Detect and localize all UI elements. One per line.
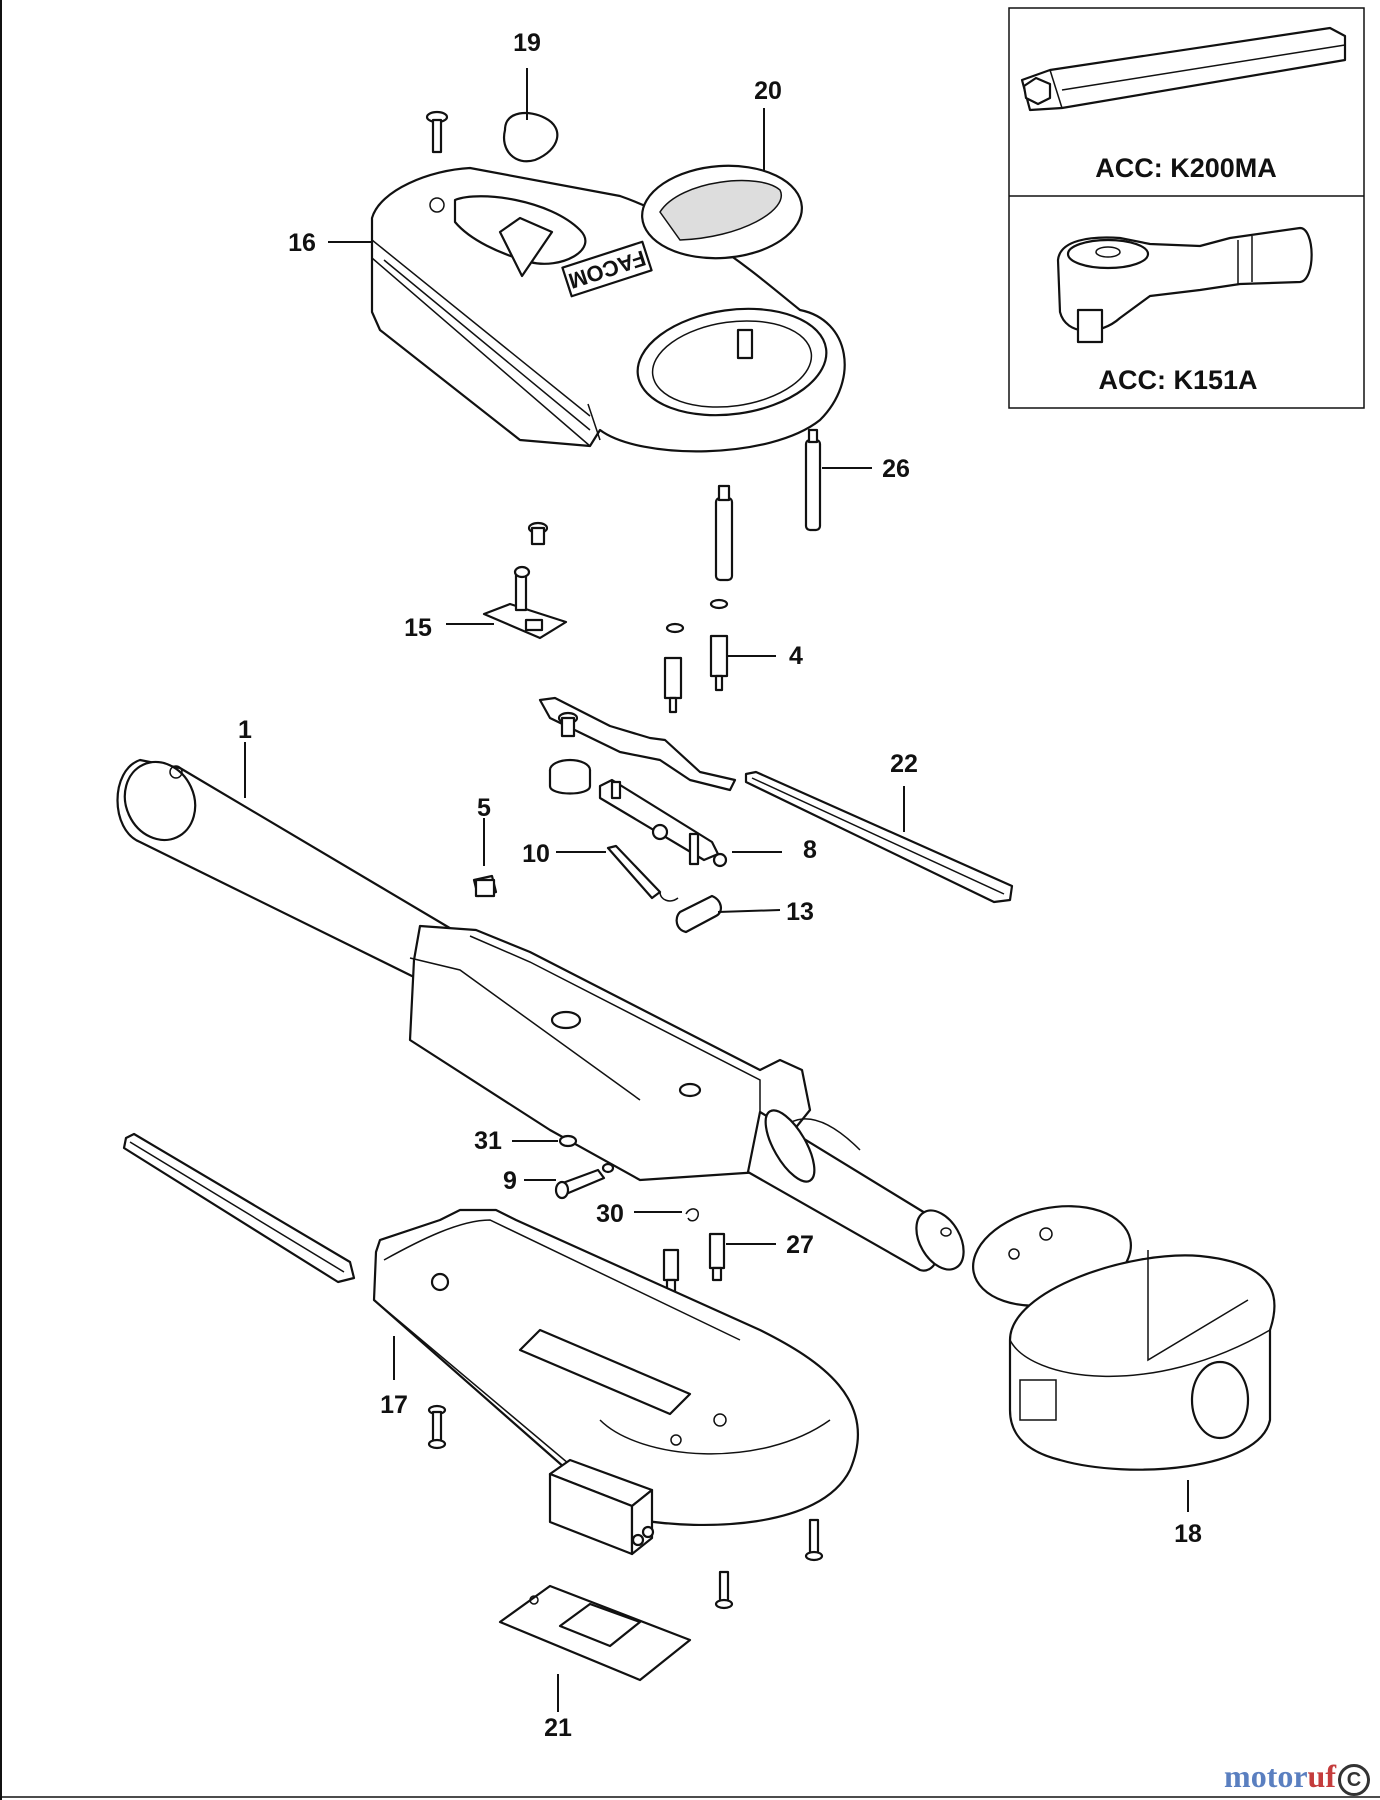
label-15: 15 [404, 614, 432, 642]
watermark-part2: uf [1307, 1758, 1336, 1795]
o-ring-drawing [558, 1134, 578, 1148]
screw-icon [425, 110, 449, 154]
rail-left-drawing [122, 1132, 356, 1284]
label-9: 9 [503, 1167, 517, 1195]
rail-drawing [744, 770, 1014, 904]
screw-icon-d [714, 1570, 734, 1610]
watermark-part1: motor [1224, 1758, 1308, 1795]
label-18: 18 [1174, 1520, 1202, 1548]
standoff-short-drawing [662, 1232, 726, 1294]
battery-plate-drawing [498, 1584, 692, 1682]
sensor-board-drawing [482, 521, 568, 640]
label-13: 13 [786, 898, 814, 926]
lever-bracket-drawing [598, 778, 728, 868]
label-17: 17 [380, 1391, 408, 1419]
leader-13 [717, 909, 781, 913]
bottom-housing-drawing [372, 1208, 860, 1527]
label-16: 16 [288, 229, 316, 257]
sleeve-drawing [675, 894, 722, 934]
ring-head-drawing [1008, 1250, 1276, 1471]
shaft-drawing [746, 1109, 965, 1272]
label-31: 31 [474, 1127, 502, 1155]
label-8: 8 [803, 836, 817, 864]
label-22: 22 [890, 750, 918, 778]
label-5: 5 [477, 794, 491, 822]
circlip-drawing [685, 1208, 699, 1222]
display-window-drawing [641, 164, 803, 260]
label-26: 26 [882, 455, 910, 483]
label-21: 21 [544, 1714, 572, 1742]
copyright-icon: C [1338, 1764, 1370, 1796]
hex-nut-drawing [472, 874, 498, 898]
lever-assembly-drawing [538, 696, 737, 795]
accessory-label-b: ACC: K151A [1098, 365, 1257, 395]
ratchet-head-icon [1056, 226, 1313, 344]
accessory-box: ACC: K200MA ACC: K151A [1008, 7, 1365, 409]
top-cover-drawing: FACOM [370, 166, 846, 453]
screw-icon-b [427, 1404, 447, 1450]
link-bar-drawing [606, 844, 662, 900]
handle-drawing [116, 758, 861, 1182]
hex-bar-icon [1020, 26, 1347, 112]
label-10: 10 [522, 840, 550, 868]
label-4: 4 [789, 642, 803, 670]
standoff-long-drawing [804, 428, 822, 532]
label-30: 30 [596, 1200, 624, 1228]
label-27: 27 [786, 1231, 814, 1259]
label-1: 1 [238, 716, 252, 744]
battery-drawing [548, 1458, 655, 1556]
standoff-mid-drawing [714, 484, 734, 582]
label-19: 19 [513, 29, 541, 57]
label-20: 20 [754, 77, 782, 105]
standoff-drawing [663, 598, 729, 714]
button-drawing [502, 111, 559, 163]
screw-icon-c [804, 1518, 824, 1562]
accessory-label-a: ACC: K200MA [1095, 153, 1277, 183]
pin-drawing [554, 1162, 615, 1200]
